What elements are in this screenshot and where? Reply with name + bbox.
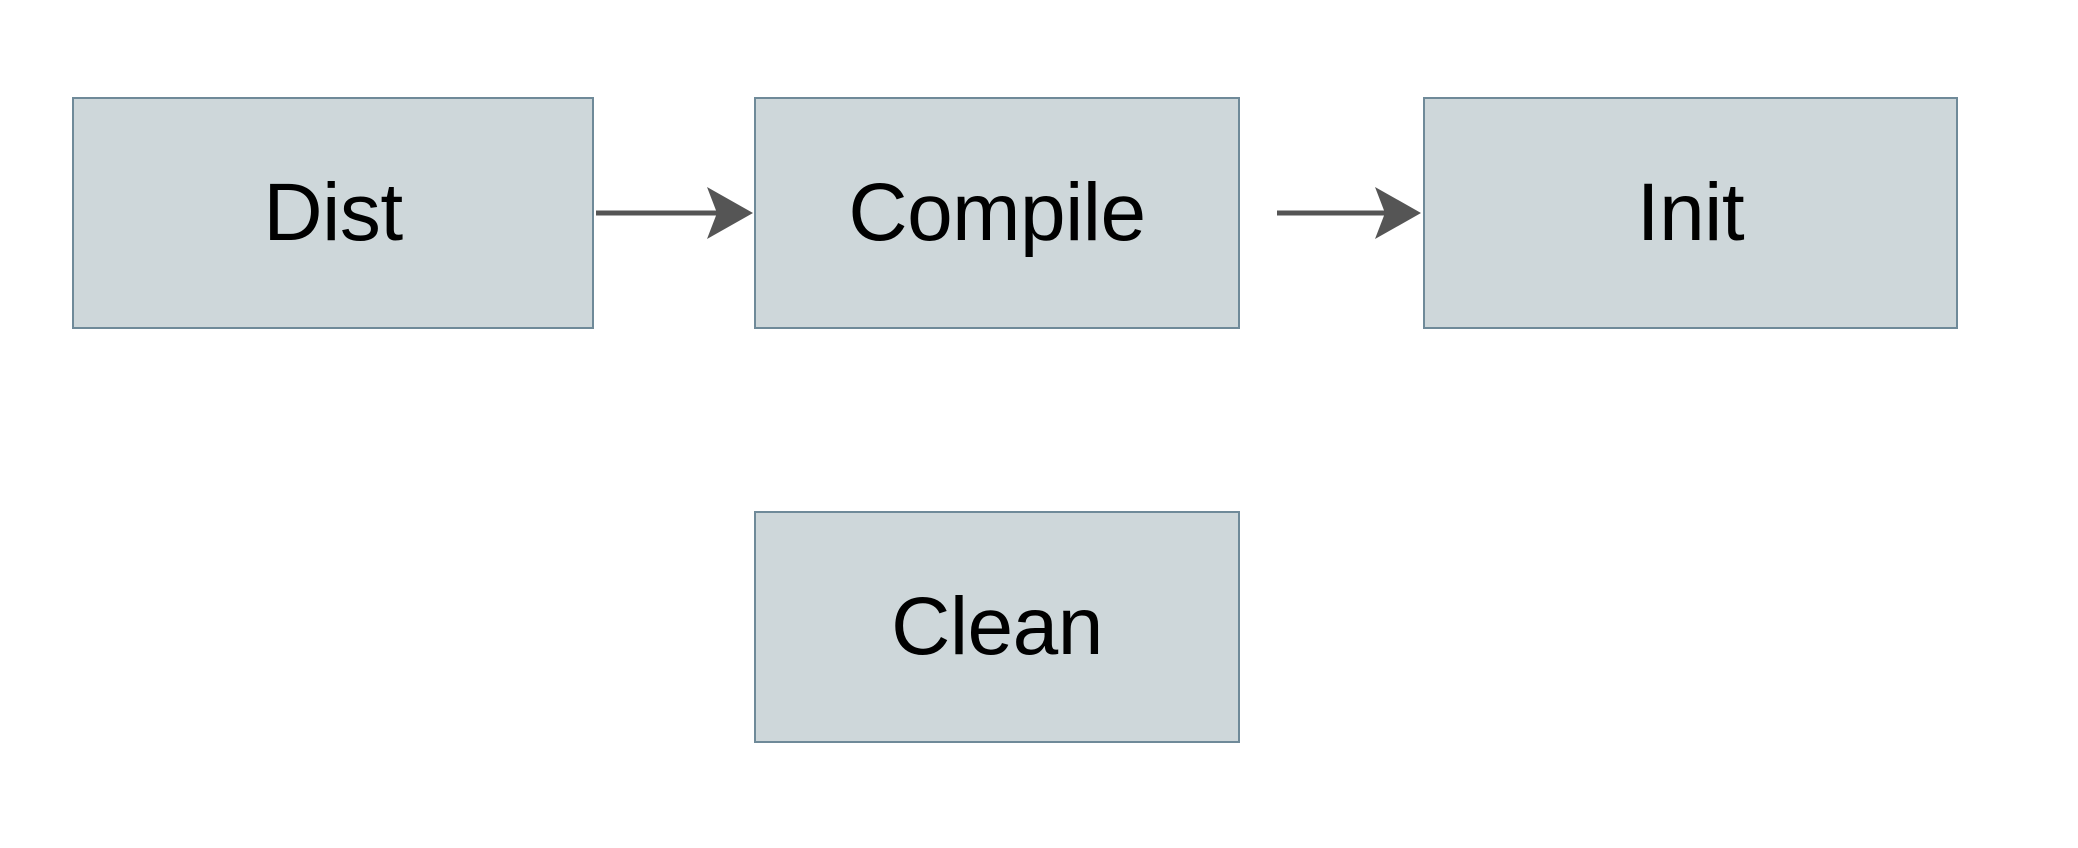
edge-arrowhead-compile-to-init — [1375, 187, 1421, 239]
node-label-dist: Dist — [263, 167, 403, 258]
node-clean[interactable]: Clean — [754, 511, 1240, 743]
edge-dist-to-compile — [596, 187, 753, 239]
node-label-compile: Compile — [848, 167, 1146, 258]
node-compile[interactable]: Compile — [754, 97, 1240, 329]
node-dist[interactable]: Dist — [72, 97, 594, 329]
node-label-clean: Clean — [891, 581, 1103, 672]
edge-compile-to-init — [1277, 187, 1421, 239]
node-init[interactable]: Init — [1423, 97, 1958, 329]
edge-arrowhead-dist-to-compile — [707, 187, 753, 239]
node-label-init: Init — [1636, 167, 1745, 258]
